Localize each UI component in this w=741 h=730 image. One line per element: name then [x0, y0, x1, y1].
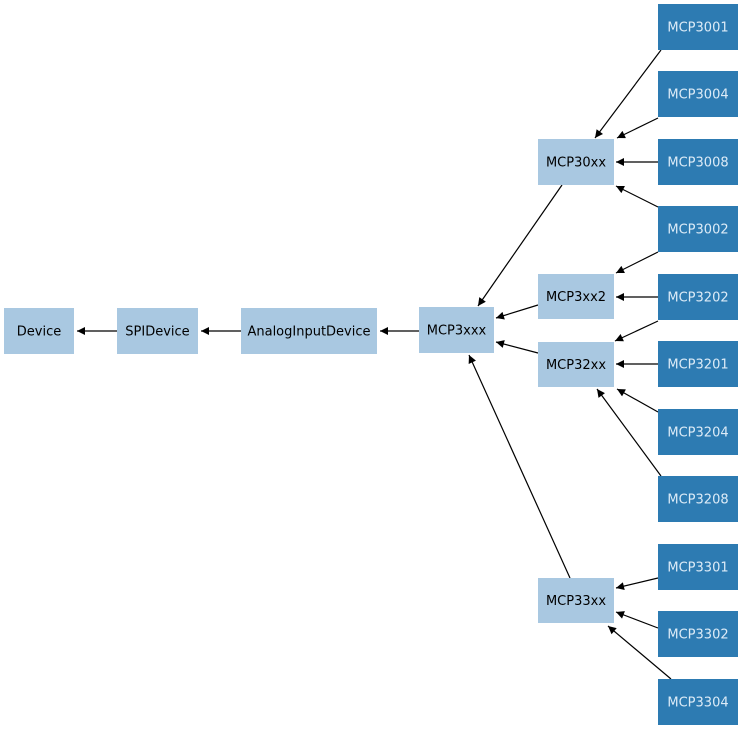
- node-mcp3301-box: [658, 544, 738, 590]
- edge-mcp3002-mcp30xx: [615, 185, 659, 208]
- node-spidevice-label: SPIDevice: [125, 325, 189, 340]
- node-mcp3001[interactable]: MCP3001: [658, 4, 738, 50]
- node-mcp3204-label: MCP3204: [667, 426, 728, 441]
- node-mcp3xxx-label: MCP3xxx: [427, 324, 487, 339]
- node-mcp3302[interactable]: MCP3302: [658, 611, 738, 657]
- edge-mcp3208-mcp32xx: [596, 388, 662, 477]
- node-mcp3008[interactable]: MCP3008: [658, 139, 738, 185]
- node-mcp3301-label: MCP3301: [667, 561, 728, 576]
- node-mcp32xx-box: [538, 342, 614, 387]
- node-mcp3xxx[interactable]: MCP3xxx: [419, 307, 494, 353]
- node-mcp3301[interactable]: MCP3301: [658, 544, 738, 590]
- node-mcp3xx2[interactable]: MCP3xx2: [538, 274, 614, 319]
- node-mcp3201-label: MCP3201: [667, 358, 728, 373]
- node-device-label: Device: [17, 325, 61, 340]
- node-mcp3002[interactable]: MCP3002: [658, 206, 738, 252]
- node-mcp3202[interactable]: MCP3202: [658, 274, 738, 320]
- node-mcp32xx[interactable]: MCP32xx: [538, 342, 614, 387]
- node-mcp3208-label: MCP3208: [667, 493, 728, 508]
- node-mcp3201-box: [658, 341, 738, 387]
- node-mcp3xx2-label: MCP3xx2: [546, 290, 606, 305]
- node-mcp3302-label: MCP3302: [667, 628, 728, 643]
- node-device[interactable]: Device: [4, 308, 74, 354]
- node-mcp3208[interactable]: MCP3208: [658, 476, 738, 522]
- node-mcp33xx[interactable]: MCP33xx: [538, 578, 614, 623]
- node-mcp3304-label: MCP3304: [667, 696, 728, 711]
- edge-mcp3204-mcp32xx: [616, 388, 659, 413]
- edge-mcp3002-mcp3xx2: [615, 251, 659, 274]
- edge-mcp32xx-mcp3xxx: [495, 340, 539, 354]
- edge-mcp3001-mcp30xx: [594, 49, 662, 139]
- edge-mcp3302-mcp33xx: [615, 611, 659, 629]
- node-mcp30xx-label: MCP30xx: [546, 156, 606, 171]
- node-mcp3008-label: MCP3008: [667, 156, 728, 171]
- node-mcp3001-label: MCP3001: [667, 21, 728, 36]
- node-mcp3004[interactable]: MCP3004: [658, 71, 738, 117]
- node-device-box: [4, 308, 74, 354]
- node-analoginputdevice-label: AnalogInputDevice: [247, 325, 370, 340]
- node-mcp3008-box: [658, 139, 738, 185]
- node-mcp3001-box: [658, 4, 738, 50]
- node-mcp3208-box: [658, 476, 738, 522]
- node-mcp33xx-label: MCP33xx: [546, 594, 606, 609]
- node-mcp30xx[interactable]: MCP30xx: [538, 139, 614, 185]
- node-mcp3xxx-box: [419, 307, 494, 353]
- node-mcp33xx-box: [538, 578, 614, 623]
- node-mcp3xx2-box: [538, 274, 614, 319]
- node-spidevice[interactable]: SPIDevice: [117, 308, 198, 354]
- node-mcp3204-box: [658, 409, 738, 455]
- node-mcp3304[interactable]: MCP3304: [658, 679, 738, 725]
- node-mcp30xx-box: [538, 139, 614, 185]
- node-mcp3202-box: [658, 274, 738, 320]
- node-mcp32xx-label: MCP32xx: [546, 358, 606, 373]
- edge-mcp3304-mcp33xx: [607, 625, 672, 680]
- node-mcp3201[interactable]: MCP3201: [658, 341, 738, 387]
- edge-mcp3xx2-mcp3xxx: [495, 304, 539, 320]
- edge-mcp30xx-mcp3xxx: [477, 184, 563, 307]
- node-mcp3202-label: MCP3202: [667, 291, 728, 306]
- node-mcp3304-box: [658, 679, 738, 725]
- node-mcp3002-label: MCP3002: [667, 223, 728, 238]
- edge-mcp3202-mcp32xx: [614, 320, 659, 342]
- node-mcp3204[interactable]: MCP3204: [658, 409, 738, 455]
- node-mcp3004-box: [658, 71, 738, 117]
- edge-mcp33xx-mcp3xxx: [468, 354, 571, 579]
- node-analoginputdevice-box: [241, 308, 377, 354]
- node-mcp3002-box: [658, 206, 738, 252]
- edge-mcp3004-mcp30xx: [616, 117, 659, 139]
- node-mcp3004-label: MCP3004: [667, 88, 728, 103]
- edge-group: [77, 49, 672, 680]
- node-spidevice-box: [117, 308, 198, 354]
- node-mcp3302-box: [658, 611, 738, 657]
- node-analoginputdevice[interactable]: AnalogInputDevice: [241, 308, 377, 354]
- edge-mcp3301-mcp33xx: [615, 577, 659, 591]
